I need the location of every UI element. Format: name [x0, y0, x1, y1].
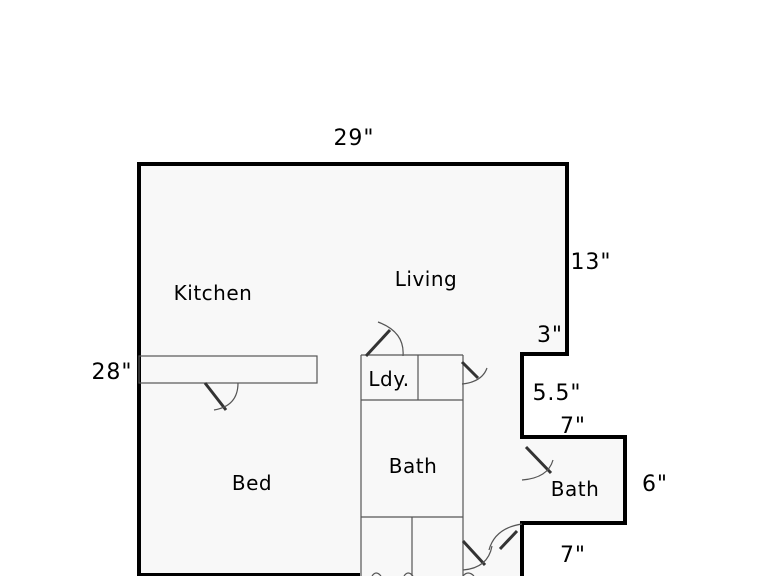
room-label-bath-main: Bath — [389, 454, 438, 478]
kitchen-counter — [138, 355, 318, 384]
floor-area — [139, 164, 625, 576]
dim-top-width: 29" — [333, 126, 374, 151]
door-bed — [203, 382, 239, 411]
room-label-living: Living — [395, 267, 457, 291]
door-bottom-left — [371, 572, 475, 576]
dim-bump-height: 6" — [642, 472, 668, 497]
dim-bump-top: 7" — [560, 414, 586, 439]
door-laundry — [460, 360, 488, 385]
dim-left-height: 28" — [91, 360, 132, 385]
door-side-bath — [521, 445, 554, 481]
dim-step-down: 5.5" — [532, 381, 581, 406]
dim-bump-bottom: 7" — [560, 543, 586, 568]
outer-wall — [137, 162, 627, 576]
dim-right-upper: 13" — [570, 250, 611, 275]
room-label-laundry: Ldy. — [368, 367, 409, 391]
room-label-bath-side: Bath — [551, 477, 600, 501]
room-label-kitchen: Kitchen — [174, 281, 253, 305]
door-bottom-center — [461, 539, 493, 571]
door-living — [364, 321, 404, 358]
door-bottom-right — [488, 523, 523, 551]
room-label-bed: Bed — [232, 471, 272, 495]
dim-step-in: 3" — [537, 323, 563, 348]
